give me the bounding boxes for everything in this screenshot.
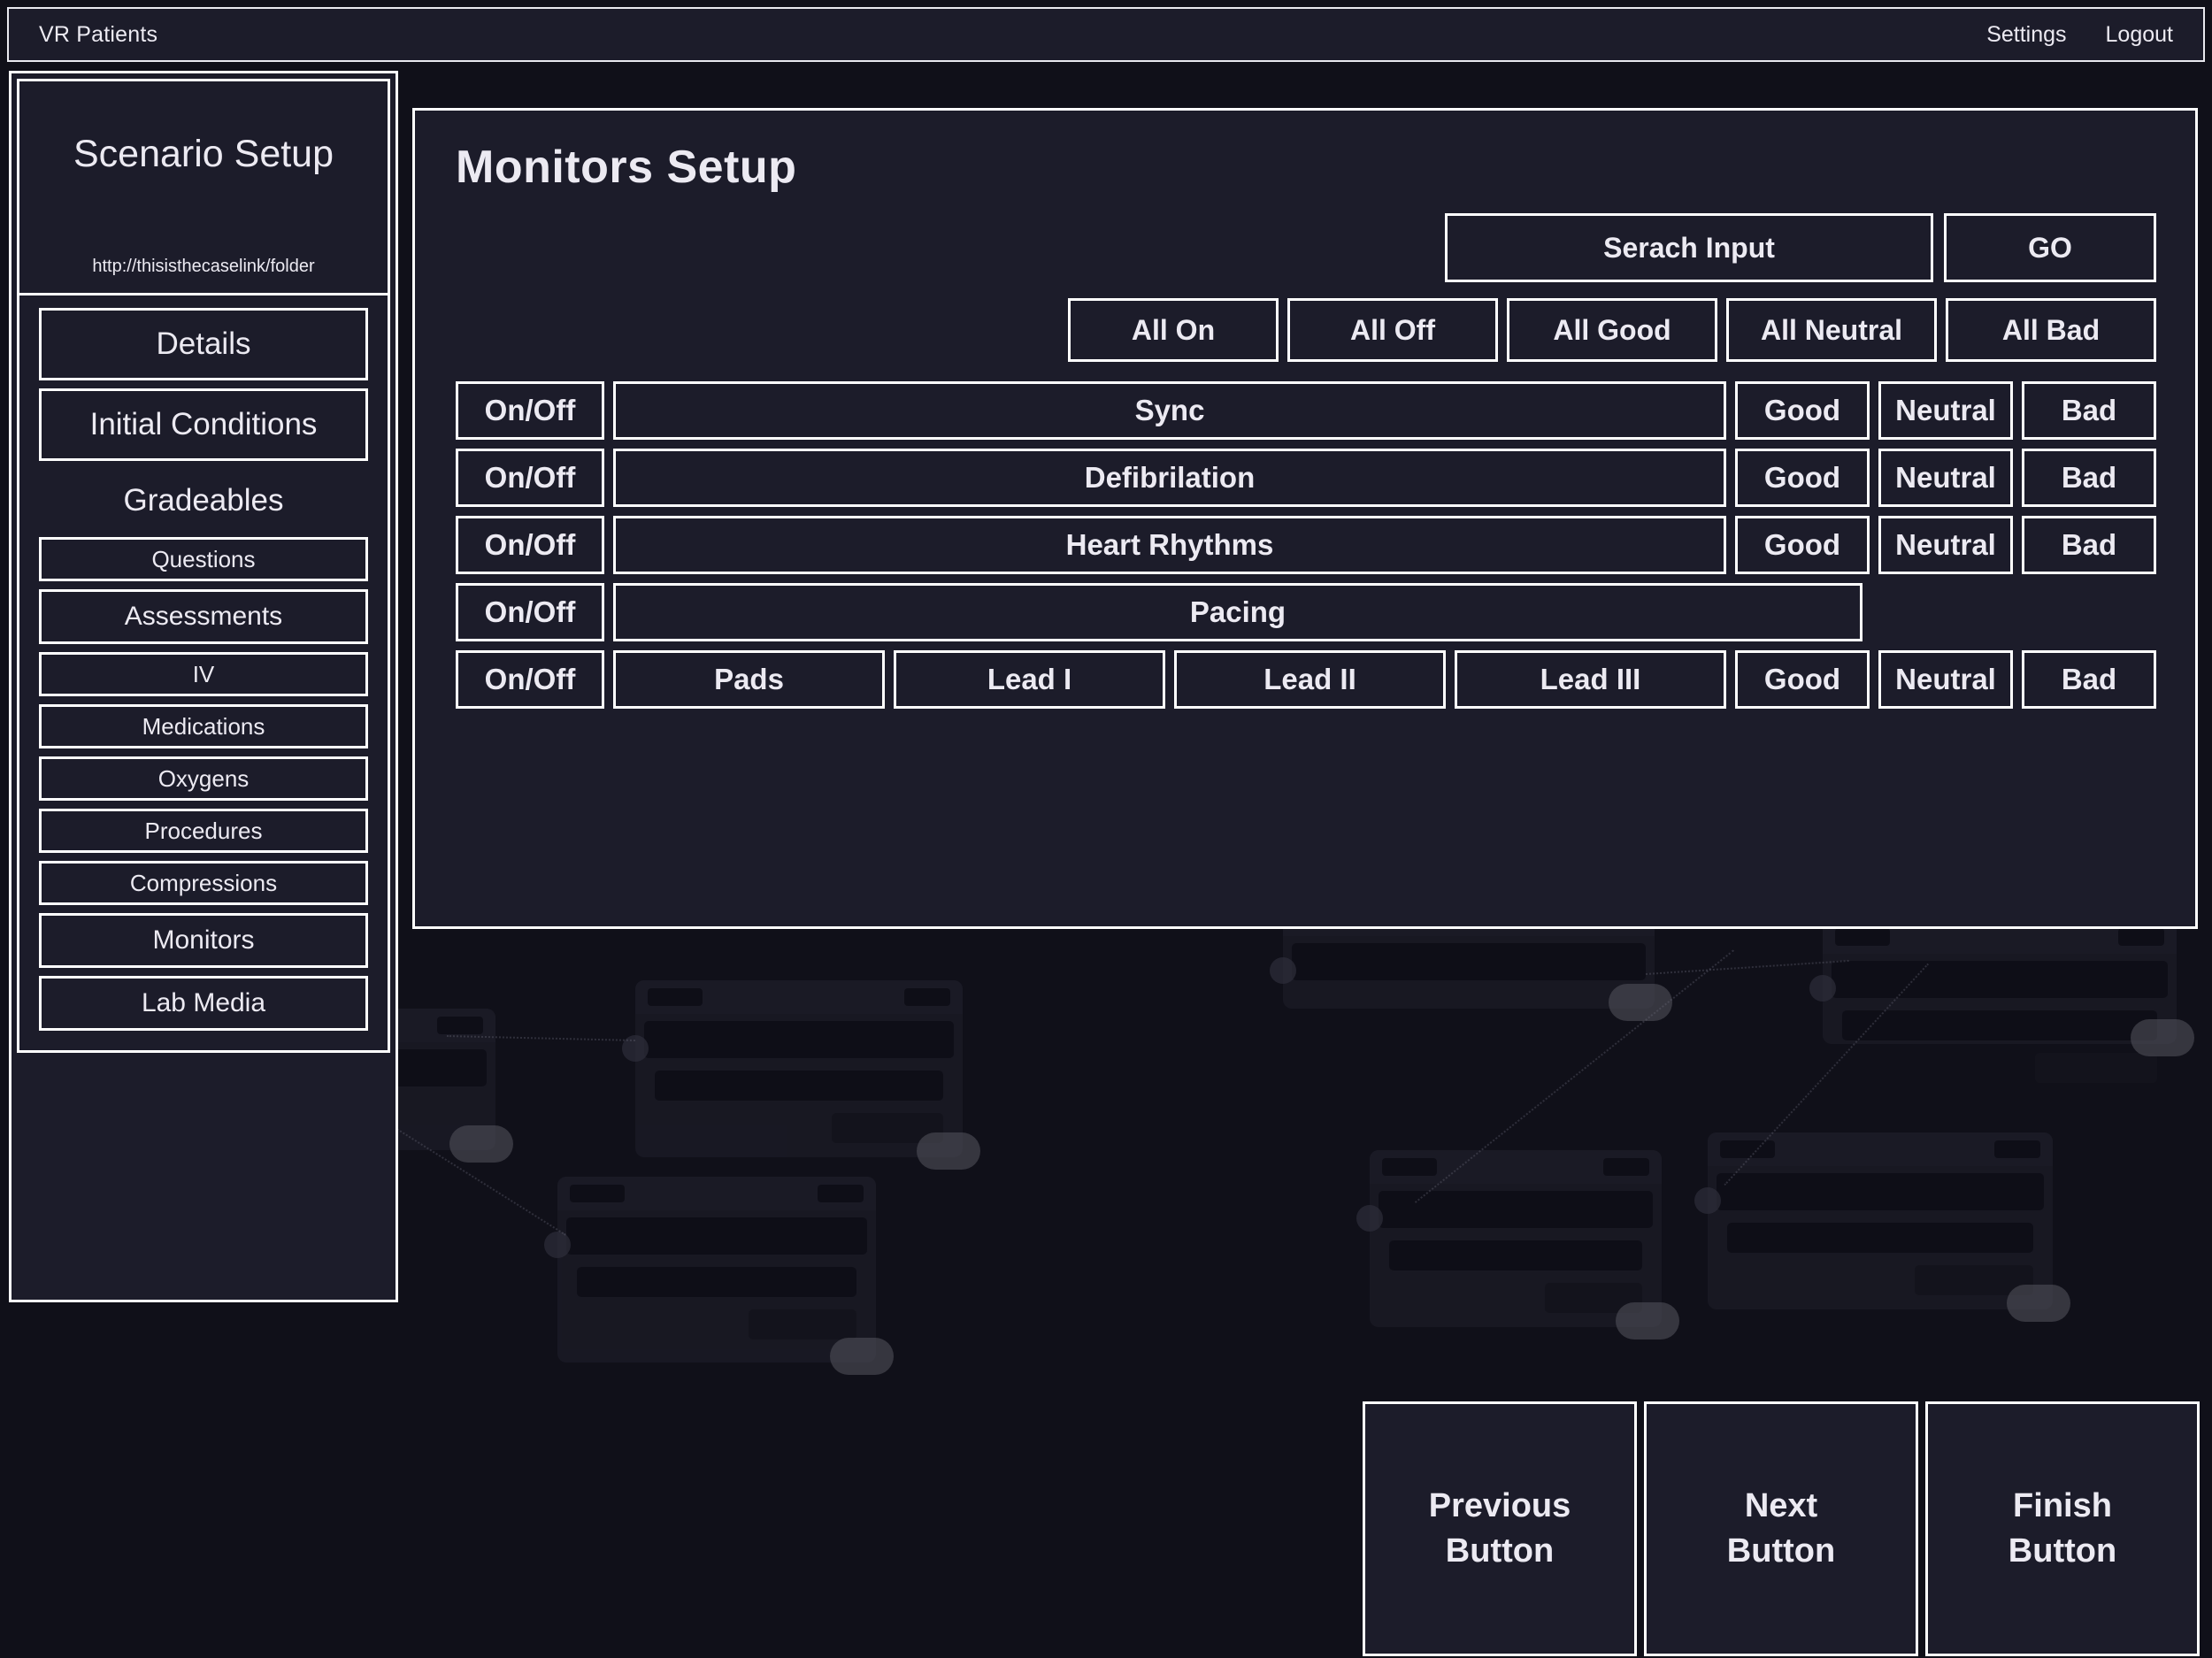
background-node-port	[544, 1232, 571, 1258]
onoff-toggle[interactable]: On/Off	[456, 516, 604, 574]
rating-group: Good Neutral Bad	[1735, 381, 2156, 440]
sidebar-item-medications[interactable]: Medications	[39, 704, 368, 748]
background-node-card	[1708, 1132, 2053, 1309]
background-node-add-handle	[449, 1125, 513, 1163]
monitor-row: On/Off Pacing	[456, 583, 2156, 641]
page-title: Monitors Setup	[456, 142, 797, 193]
sidebar-item-details[interactable]: Details	[39, 308, 368, 380]
search-row: GO	[456, 213, 2156, 282]
background-node-link	[446, 1035, 635, 1041]
rating-group: Good Neutral Bad	[1735, 516, 2156, 574]
background-node-add-handle	[830, 1338, 894, 1375]
sidebar-item-monitors[interactable]: Monitors	[39, 913, 368, 968]
onoff-toggle[interactable]: On/Off	[456, 381, 604, 440]
sidebar-item-procedures[interactable]: Procedures	[39, 809, 368, 853]
rating-group: Good Neutral Bad	[1735, 449, 2156, 507]
app-header: VR Patients Settings Logout	[7, 7, 2205, 62]
background-node-card	[557, 1177, 876, 1362]
background-node-link	[1724, 963, 1929, 1186]
rate-good[interactable]: Good	[1735, 449, 1870, 507]
background-node-port	[1694, 1187, 1721, 1214]
finish-button-line2: Button	[2008, 1532, 2117, 1570]
all-good-button[interactable]: All Good	[1507, 298, 1717, 362]
background-node-add-handle	[1616, 1302, 1679, 1339]
lead-i[interactable]: Lead I	[894, 650, 1165, 709]
sidebar-menu: Details Initial Conditions Gradeables Qu…	[17, 296, 390, 1053]
bulk-actions-row: All On All Off All Good All Neutral All …	[456, 298, 2156, 362]
next-button[interactable]: Next Button	[1644, 1401, 1918, 1656]
background-node-card	[635, 980, 963, 1157]
sidebar-item-initial-conditions[interactable]: Initial Conditions	[39, 388, 368, 461]
lead-pads[interactable]: Pads	[613, 650, 885, 709]
previous-button-line1: Previous	[1428, 1486, 1571, 1524]
sidebar: Scenario Setup http://thisisthecaselink/…	[9, 71, 398, 1302]
monitor-name-sync[interactable]: Sync	[613, 381, 1726, 440]
rate-bad[interactable]: Bad	[2022, 449, 2156, 507]
sidebar-item-oxygens[interactable]: Oxygens	[39, 756, 368, 801]
monitors-setup-panel: Monitors Setup GO All On All Off All Goo…	[412, 108, 2198, 929]
onoff-toggle[interactable]: On/Off	[456, 449, 604, 507]
rate-bad[interactable]: Bad	[2022, 381, 2156, 440]
sidebar-section-gradeables: Gradeables	[123, 483, 284, 518]
sidebar-item-assessments[interactable]: Assessments	[39, 589, 368, 644]
all-neutral-button[interactable]: All Neutral	[1726, 298, 1937, 362]
background-node-add-handle	[917, 1132, 980, 1170]
rate-good[interactable]: Good	[1735, 381, 1870, 440]
go-button[interactable]: GO	[1944, 213, 2156, 282]
settings-link[interactable]: Settings	[1986, 21, 2067, 47]
search-input[interactable]	[1445, 213, 1933, 282]
background-node-port	[1809, 975, 1836, 1002]
lead-iii[interactable]: Lead III	[1455, 650, 1726, 709]
rate-neutral[interactable]: Neutral	[1878, 449, 2013, 507]
all-bad-button[interactable]: All Bad	[1946, 298, 2156, 362]
monitor-name-pacing[interactable]: Pacing	[613, 583, 1863, 641]
background-node-card	[1370, 1150, 1662, 1327]
monitor-name-defibrilation[interactable]: Defibrilation	[613, 449, 1726, 507]
monitor-name-heart-rhythms[interactable]: Heart Rhythms	[613, 516, 1726, 574]
next-button-line2: Button	[1726, 1532, 1836, 1570]
sidebar-item-lab-media[interactable]: Lab Media	[39, 976, 368, 1031]
rate-neutral[interactable]: Neutral	[1878, 381, 2013, 440]
app-title: VR Patients	[39, 21, 158, 47]
background-node-link	[1414, 949, 1734, 1203]
lead-ii[interactable]: Lead II	[1174, 650, 1446, 709]
onoff-toggle[interactable]: On/Off	[456, 583, 604, 641]
all-off-button[interactable]: All Off	[1287, 298, 1498, 362]
sidebar-item-questions[interactable]: Questions	[39, 537, 368, 581]
rate-good[interactable]: Good	[1735, 650, 1870, 709]
background-node-link	[1646, 960, 1850, 975]
rate-bad[interactable]: Bad	[2022, 516, 2156, 574]
monitor-row: On/Off Pads Lead I Lead II Lead III Good…	[456, 650, 2156, 709]
rating-group: Good Neutral Bad	[1735, 650, 2156, 709]
background-node-port	[622, 1035, 649, 1062]
logout-link[interactable]: Logout	[2105, 21, 2173, 47]
header-nav: Settings Logout	[1986, 22, 2173, 48]
monitor-row: On/Off Defibrilation Good Neutral Bad	[456, 449, 2156, 507]
sidebar-item-iv[interactable]: IV	[39, 652, 368, 696]
background-node-port	[1356, 1205, 1383, 1232]
background-node-port	[1270, 957, 1296, 984]
next-button-line1: Next	[1744, 1486, 1818, 1524]
previous-button[interactable]: Previous Button	[1363, 1401, 1637, 1656]
previous-button-line2: Button	[1445, 1532, 1555, 1570]
scenario-case-link[interactable]: http://thisisthecaselink/folder	[92, 257, 315, 276]
monitor-row: On/Off Heart Rhythms Good Neutral Bad	[456, 516, 2156, 574]
scenario-setup-box: Scenario Setup http://thisisthecaselink/…	[17, 79, 390, 296]
background-node-add-handle	[2131, 1019, 2194, 1056]
rate-neutral[interactable]: Neutral	[1878, 650, 2013, 709]
rate-bad[interactable]: Bad	[2022, 650, 2156, 709]
sidebar-item-compressions[interactable]: Compressions	[39, 861, 368, 905]
bottom-navigation: Previous Button Next Button Finish Butto…	[1363, 1401, 2200, 1656]
scenario-setup-title: Scenario Setup	[73, 133, 334, 175]
finish-button-line1: Finish	[2013, 1486, 2112, 1524]
rate-good[interactable]: Good	[1735, 516, 1870, 574]
onoff-toggle[interactable]: On/Off	[456, 650, 604, 709]
background-node-add-handle	[1609, 984, 1672, 1021]
finish-button[interactable]: Finish Button	[1925, 1401, 2200, 1656]
all-on-button[interactable]: All On	[1068, 298, 1279, 362]
rate-neutral[interactable]: Neutral	[1878, 516, 2013, 574]
monitor-row: On/Off Sync Good Neutral Bad	[456, 381, 2156, 440]
background-node-add-handle	[2007, 1285, 2070, 1322]
background-node-card	[1823, 920, 2177, 1083]
